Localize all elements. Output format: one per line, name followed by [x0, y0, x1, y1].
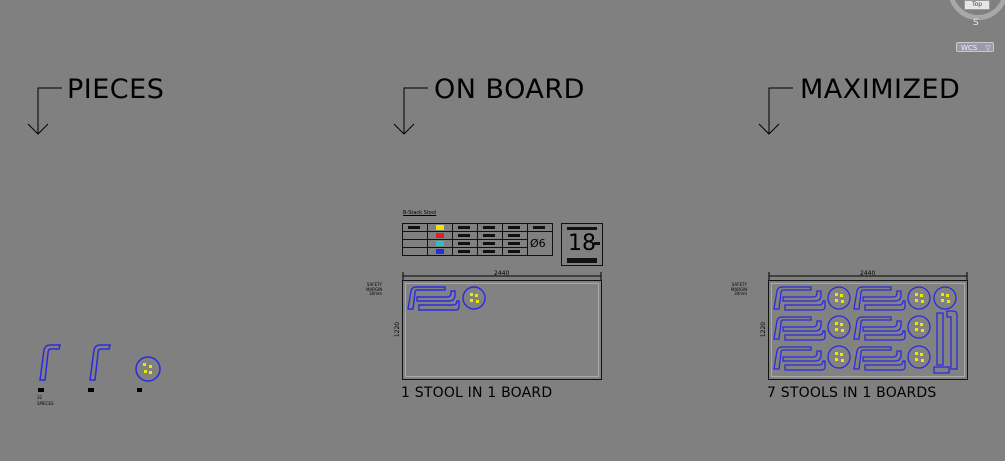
legend-cell	[452, 223, 478, 232]
max-safety-margin-label: SAFETY MARGIN 30mm	[731, 282, 748, 297]
viewcube-top-face[interactable]: Top	[964, 0, 990, 10]
board-margin-outline	[771, 283, 965, 377]
arrow-pieces-icon	[27, 87, 62, 135]
legend-cell	[502, 223, 528, 232]
legend-cell	[452, 247, 478, 256]
legend-cell: Ø6	[527, 231, 553, 256]
thickness-marker	[594, 242, 600, 245]
legend-diameter: Ø6	[530, 237, 546, 250]
board-sheet[interactable]	[402, 280, 602, 380]
stool-leg-piece[interactable]	[84, 342, 114, 384]
legend-table: Ø6	[402, 223, 553, 256]
piece-marker	[38, 388, 44, 392]
piece-marker	[88, 388, 94, 392]
legend-cell	[502, 231, 528, 240]
safety-margin-line: MARGIN	[731, 286, 748, 292]
pieces-count: 32	[37, 395, 43, 400]
legend-cell	[427, 239, 453, 248]
legend-cell	[402, 223, 428, 232]
max-board-height-label: 1220	[760, 321, 768, 338]
section-title-maximized: MAXIMIZED	[800, 74, 961, 105]
max-board-width-label: 2440	[860, 270, 876, 277]
legend-cell	[402, 239, 428, 248]
stool-leg-piece[interactable]	[34, 342, 64, 384]
chevron-down-icon: ▽	[985, 44, 991, 52]
legend-cell	[427, 223, 453, 232]
safety-margin-line: MARGIN	[366, 286, 383, 292]
thickness-value: 18	[568, 231, 596, 256]
thickness-box: 18	[561, 223, 603, 266]
thickness-footer-bar	[567, 258, 597, 263]
compass-south-label: S	[973, 18, 979, 28]
legend-cell	[527, 223, 553, 232]
legend-title: B-Stack Stool	[403, 210, 437, 216]
legend-cell	[427, 247, 453, 256]
safety-margin-line: 30mm	[734, 291, 747, 296]
legend-cell	[502, 239, 528, 248]
section-title-pieces: PIECES	[67, 74, 165, 105]
legend-cell	[477, 247, 503, 256]
onboard-caption: 1 STOOL IN 1 BOARD	[401, 385, 553, 401]
legend-cell	[402, 231, 428, 240]
max-board-width-dimension	[768, 272, 968, 280]
legend-cell	[402, 247, 428, 256]
legend-cell	[477, 223, 503, 232]
wcs-dropdown[interactable]: WCS ▽	[956, 42, 994, 52]
safety-margin-line: SAFETY	[731, 282, 747, 287]
arrow-maximized-icon	[758, 87, 793, 135]
legend-cell	[502, 247, 528, 256]
nested-parts-layout[interactable]	[771, 283, 967, 379]
board-margin-outline	[405, 283, 599, 377]
thickness-header-bar	[567, 227, 597, 230]
maximized-caption: 7 STOOLS IN 1 BOARDS	[767, 385, 937, 401]
nested-legs[interactable]	[405, 283, 461, 313]
color-swatch	[436, 241, 444, 246]
legend-cell	[477, 231, 503, 240]
board-width-label: 2440	[494, 270, 510, 277]
arrow-onboard-icon	[393, 87, 428, 135]
section-title-onboard: ON BOARD	[434, 74, 585, 105]
safety-margin-label: SAFETY MARGIN 30mm	[366, 282, 383, 297]
board-height-label: 1220	[394, 321, 402, 338]
pieces-count-label: SPIECES	[37, 401, 54, 406]
color-swatch	[436, 225, 444, 230]
board-width-dimension	[402, 272, 602, 280]
color-swatch	[436, 233, 444, 238]
color-swatch	[436, 249, 444, 254]
stool-seat-piece[interactable]	[133, 354, 163, 384]
nested-seat[interactable]	[461, 285, 487, 311]
safety-margin-line: SAFETY	[366, 282, 382, 287]
max-board-sheet[interactable]	[768, 280, 968, 380]
legend-cell	[452, 239, 478, 248]
legend-cell	[452, 231, 478, 240]
piece-marker	[137, 388, 142, 392]
safety-margin-line: 30mm	[369, 291, 382, 296]
legend-cell	[477, 239, 503, 248]
legend-cell	[427, 231, 453, 240]
wcs-label: WCS	[961, 44, 978, 52]
